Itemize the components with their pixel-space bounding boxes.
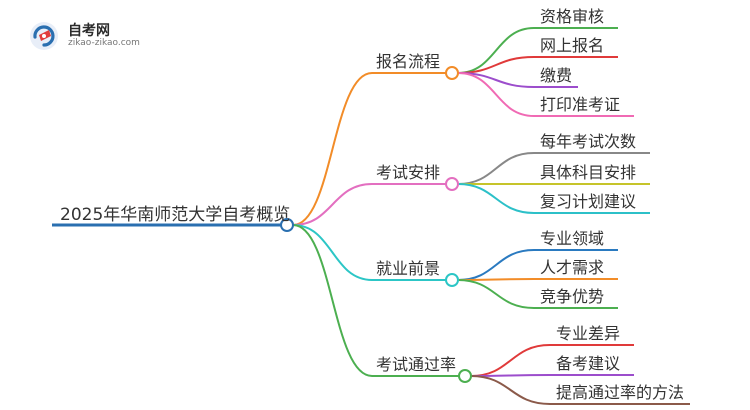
branch-leaf-link xyxy=(457,183,535,214)
branch-leaf-link xyxy=(457,72,535,117)
leaf-node-label: 每年考试次数 xyxy=(540,132,636,151)
branch-node-dot xyxy=(445,273,459,287)
branch-node-label: 考试安排 xyxy=(376,163,440,182)
root-node-label: 2025年华南师范大学自考概览 xyxy=(60,205,290,225)
leaf-node-label: 资格审核 xyxy=(540,7,604,26)
branch-node-dot xyxy=(445,66,459,80)
branch-leaf-link xyxy=(457,152,535,185)
root-branch-link xyxy=(292,183,373,226)
leaf-node-label: 专业领域 xyxy=(540,229,604,248)
root-branch-link xyxy=(292,224,373,377)
branch-node-dot xyxy=(458,369,472,383)
branch-leaf-link xyxy=(457,249,535,281)
leaf-node-label: 打印准考证 xyxy=(540,95,620,114)
root-branch-link xyxy=(292,72,373,226)
root-node-dot xyxy=(280,218,294,232)
leaf-node-label: 人才需求 xyxy=(540,258,604,277)
leaf-node-label: 提高通过率的方法 xyxy=(556,383,684,402)
logo-icon xyxy=(30,22,58,50)
branch-node-label: 考试通过率 xyxy=(376,355,456,374)
leaf-node-label: 缴费 xyxy=(540,66,572,85)
branch-leaf-link xyxy=(470,375,551,405)
branch-leaf-link xyxy=(457,27,535,74)
branch-node-label: 报名流程 xyxy=(376,52,440,71)
branch-leaf-link xyxy=(470,344,551,377)
site-logo: 自考网 zikao-zikao.com xyxy=(30,18,140,54)
branch-node-dot xyxy=(445,177,459,191)
root-branch-link xyxy=(292,224,373,281)
branch-leaf-link xyxy=(457,279,535,309)
leaf-node-label: 备考建议 xyxy=(556,354,620,373)
leaf-node-label: 专业差异 xyxy=(556,324,620,343)
leaf-node-label: 竞争优势 xyxy=(540,287,604,306)
logo-url: zikao-zikao.com xyxy=(68,38,140,48)
leaf-node-label: 具体科目安排 xyxy=(540,163,636,182)
leaf-node-label: 网上报名 xyxy=(540,36,604,55)
branch-node-label: 就业前景 xyxy=(376,259,440,278)
leaf-node-label: 复习计划建议 xyxy=(540,192,636,211)
branch-leaf-link xyxy=(470,374,551,377)
logo-title: 自考网 xyxy=(68,23,110,39)
branch-leaf-link xyxy=(457,278,535,281)
